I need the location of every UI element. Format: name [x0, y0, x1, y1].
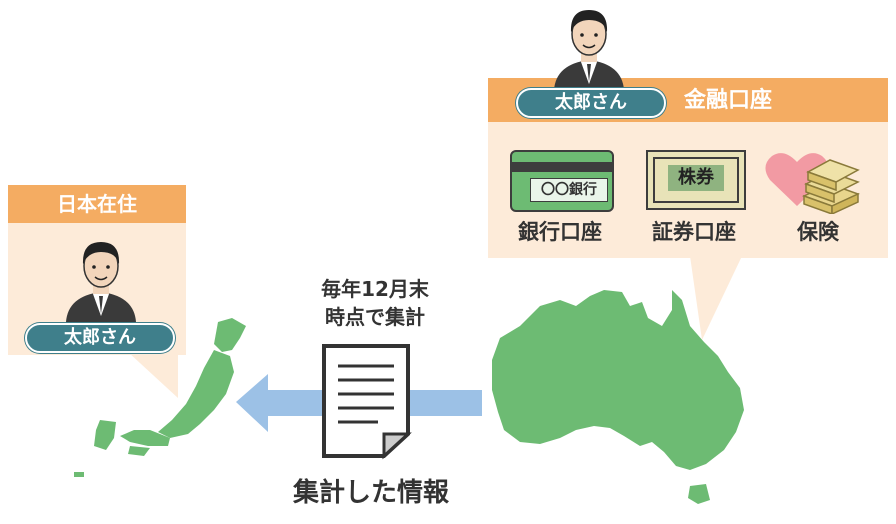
document-icon	[322, 344, 412, 460]
person-icon	[554, 10, 624, 90]
securities-account-label: 証券口座	[652, 220, 736, 244]
bank-account-label: 銀行口座	[518, 220, 602, 244]
timing-line-1: 毎年12月末	[321, 277, 429, 301]
insurance-label: 保険	[797, 220, 839, 244]
timing-line-2: 時点で集計	[325, 305, 425, 329]
person-icon	[66, 242, 136, 322]
aggregated-info-caption: 集計した情報	[292, 478, 449, 508]
heart-icon	[765, 153, 829, 206]
bank-card-text: 〇〇銀行	[530, 178, 608, 202]
bank-card-icon: 〇〇銀行	[510, 150, 614, 212]
stock-certificate-icon: 株券	[646, 150, 746, 210]
stock-certificate-text: 株券	[668, 165, 724, 191]
australia-name-pill: 太郎さん	[516, 88, 666, 118]
japan-header: 日本在住	[8, 185, 186, 223]
money-stack-icon	[802, 159, 860, 214]
japan-name-pill: 太郎さん	[25, 323, 175, 353]
australia-header: 金融口座	[684, 88, 773, 113]
